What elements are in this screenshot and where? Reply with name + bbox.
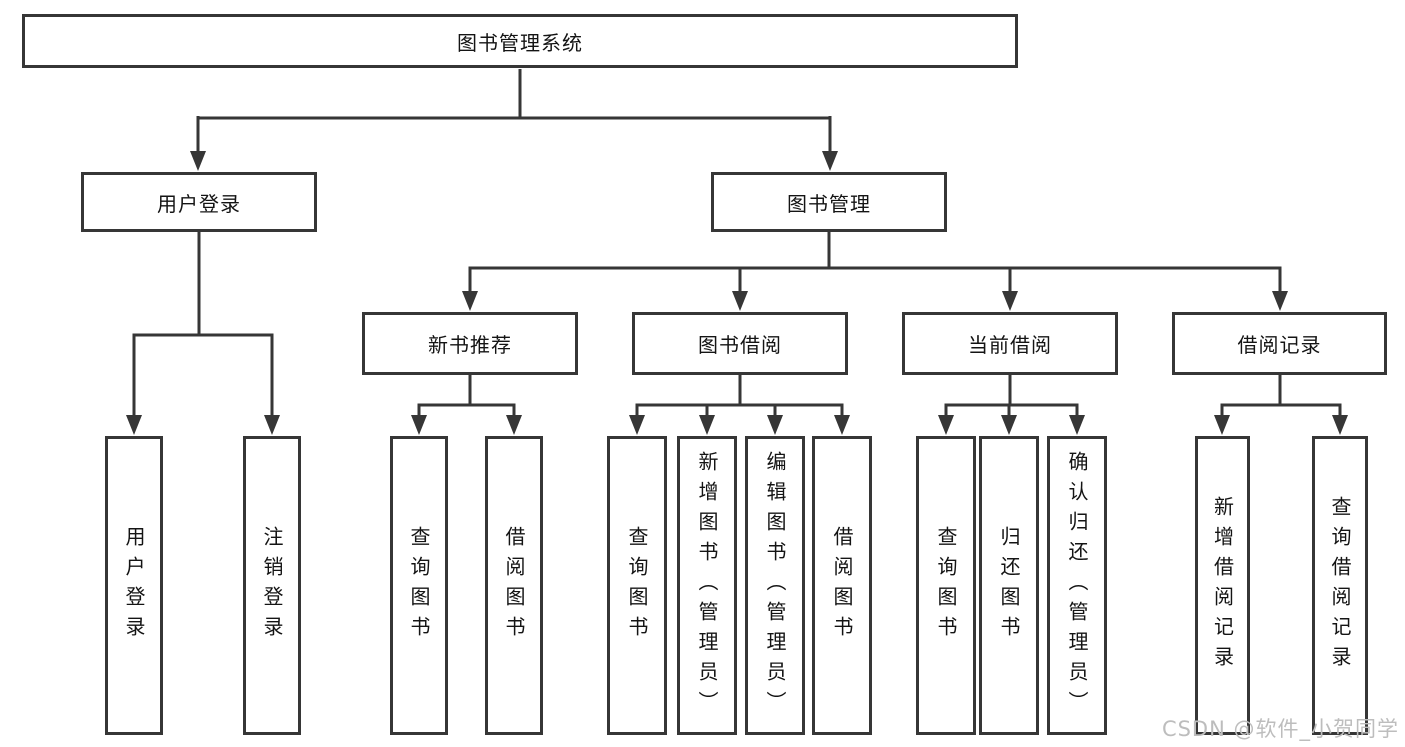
node-label: 图书管理	[787, 191, 871, 216]
node-borrowing-records: 借阅记录	[1172, 312, 1387, 375]
node-label: 借阅图书	[502, 525, 526, 646]
node-label: 新增图书（管理员）	[695, 450, 719, 721]
node-label: 查询借阅记录	[1328, 495, 1352, 676]
node-label: 借阅记录	[1237, 333, 1322, 357]
node-new-book-recommendation: 新书推荐	[362, 312, 578, 375]
leaf-query-books-borrow: 查询图书	[607, 436, 667, 735]
leaf-confirm-return-admin: 确认归还（管理员）	[1047, 436, 1107, 735]
leaf-edit-books-admin: 编辑图书（管理员）	[745, 436, 805, 735]
node-label: 查询图书	[407, 525, 431, 646]
node-label: 注销登录	[260, 525, 284, 646]
node-label: 新增借阅记录	[1210, 495, 1235, 676]
leaf-user-login: 用户登录	[105, 436, 163, 735]
node-book-management: 图书管理	[711, 172, 947, 232]
node-book-borrowing: 图书借阅	[632, 312, 848, 375]
leaf-query-books-recommend: 查询图书	[390, 436, 448, 735]
node-label: 当前借阅	[968, 333, 1052, 357]
node-label: 归还图书	[997, 525, 1021, 646]
node-label: 新书推荐	[428, 333, 512, 357]
node-label: 图书借阅	[698, 333, 782, 357]
node-current-borrowing: 当前借阅	[902, 312, 1118, 375]
leaf-logout: 注销登录	[243, 436, 301, 735]
node-label: 查询图书	[625, 525, 649, 646]
node-label: 查询图书	[934, 525, 958, 646]
csdn-watermark: CSDN @软件_小贺同学	[1161, 717, 1399, 741]
node-user-login: 用户登录	[81, 172, 317, 232]
node-label: 编辑图书（管理员）	[763, 450, 787, 721]
node-library-management-system: 图书管理系统	[22, 14, 1018, 68]
leaf-borrow-books-recommend: 借阅图书	[485, 436, 543, 735]
leaf-add-borrow-record: 新增借阅记录	[1195, 436, 1250, 735]
leaf-query-books-current: 查询图书	[916, 436, 976, 735]
node-label: 用户登录	[122, 525, 146, 646]
node-label: 用户登录	[157, 191, 241, 216]
node-label: 确认归还（管理员）	[1065, 450, 1089, 721]
leaf-return-books: 归还图书	[979, 436, 1039, 735]
leaf-add-books-admin: 新增图书（管理员）	[677, 436, 737, 735]
node-label: 图书管理系统	[457, 30, 583, 55]
node-label: 借阅图书	[830, 525, 854, 646]
leaf-query-borrow-record: 查询借阅记录	[1312, 436, 1368, 735]
leaf-borrow-books: 借阅图书	[812, 436, 872, 735]
